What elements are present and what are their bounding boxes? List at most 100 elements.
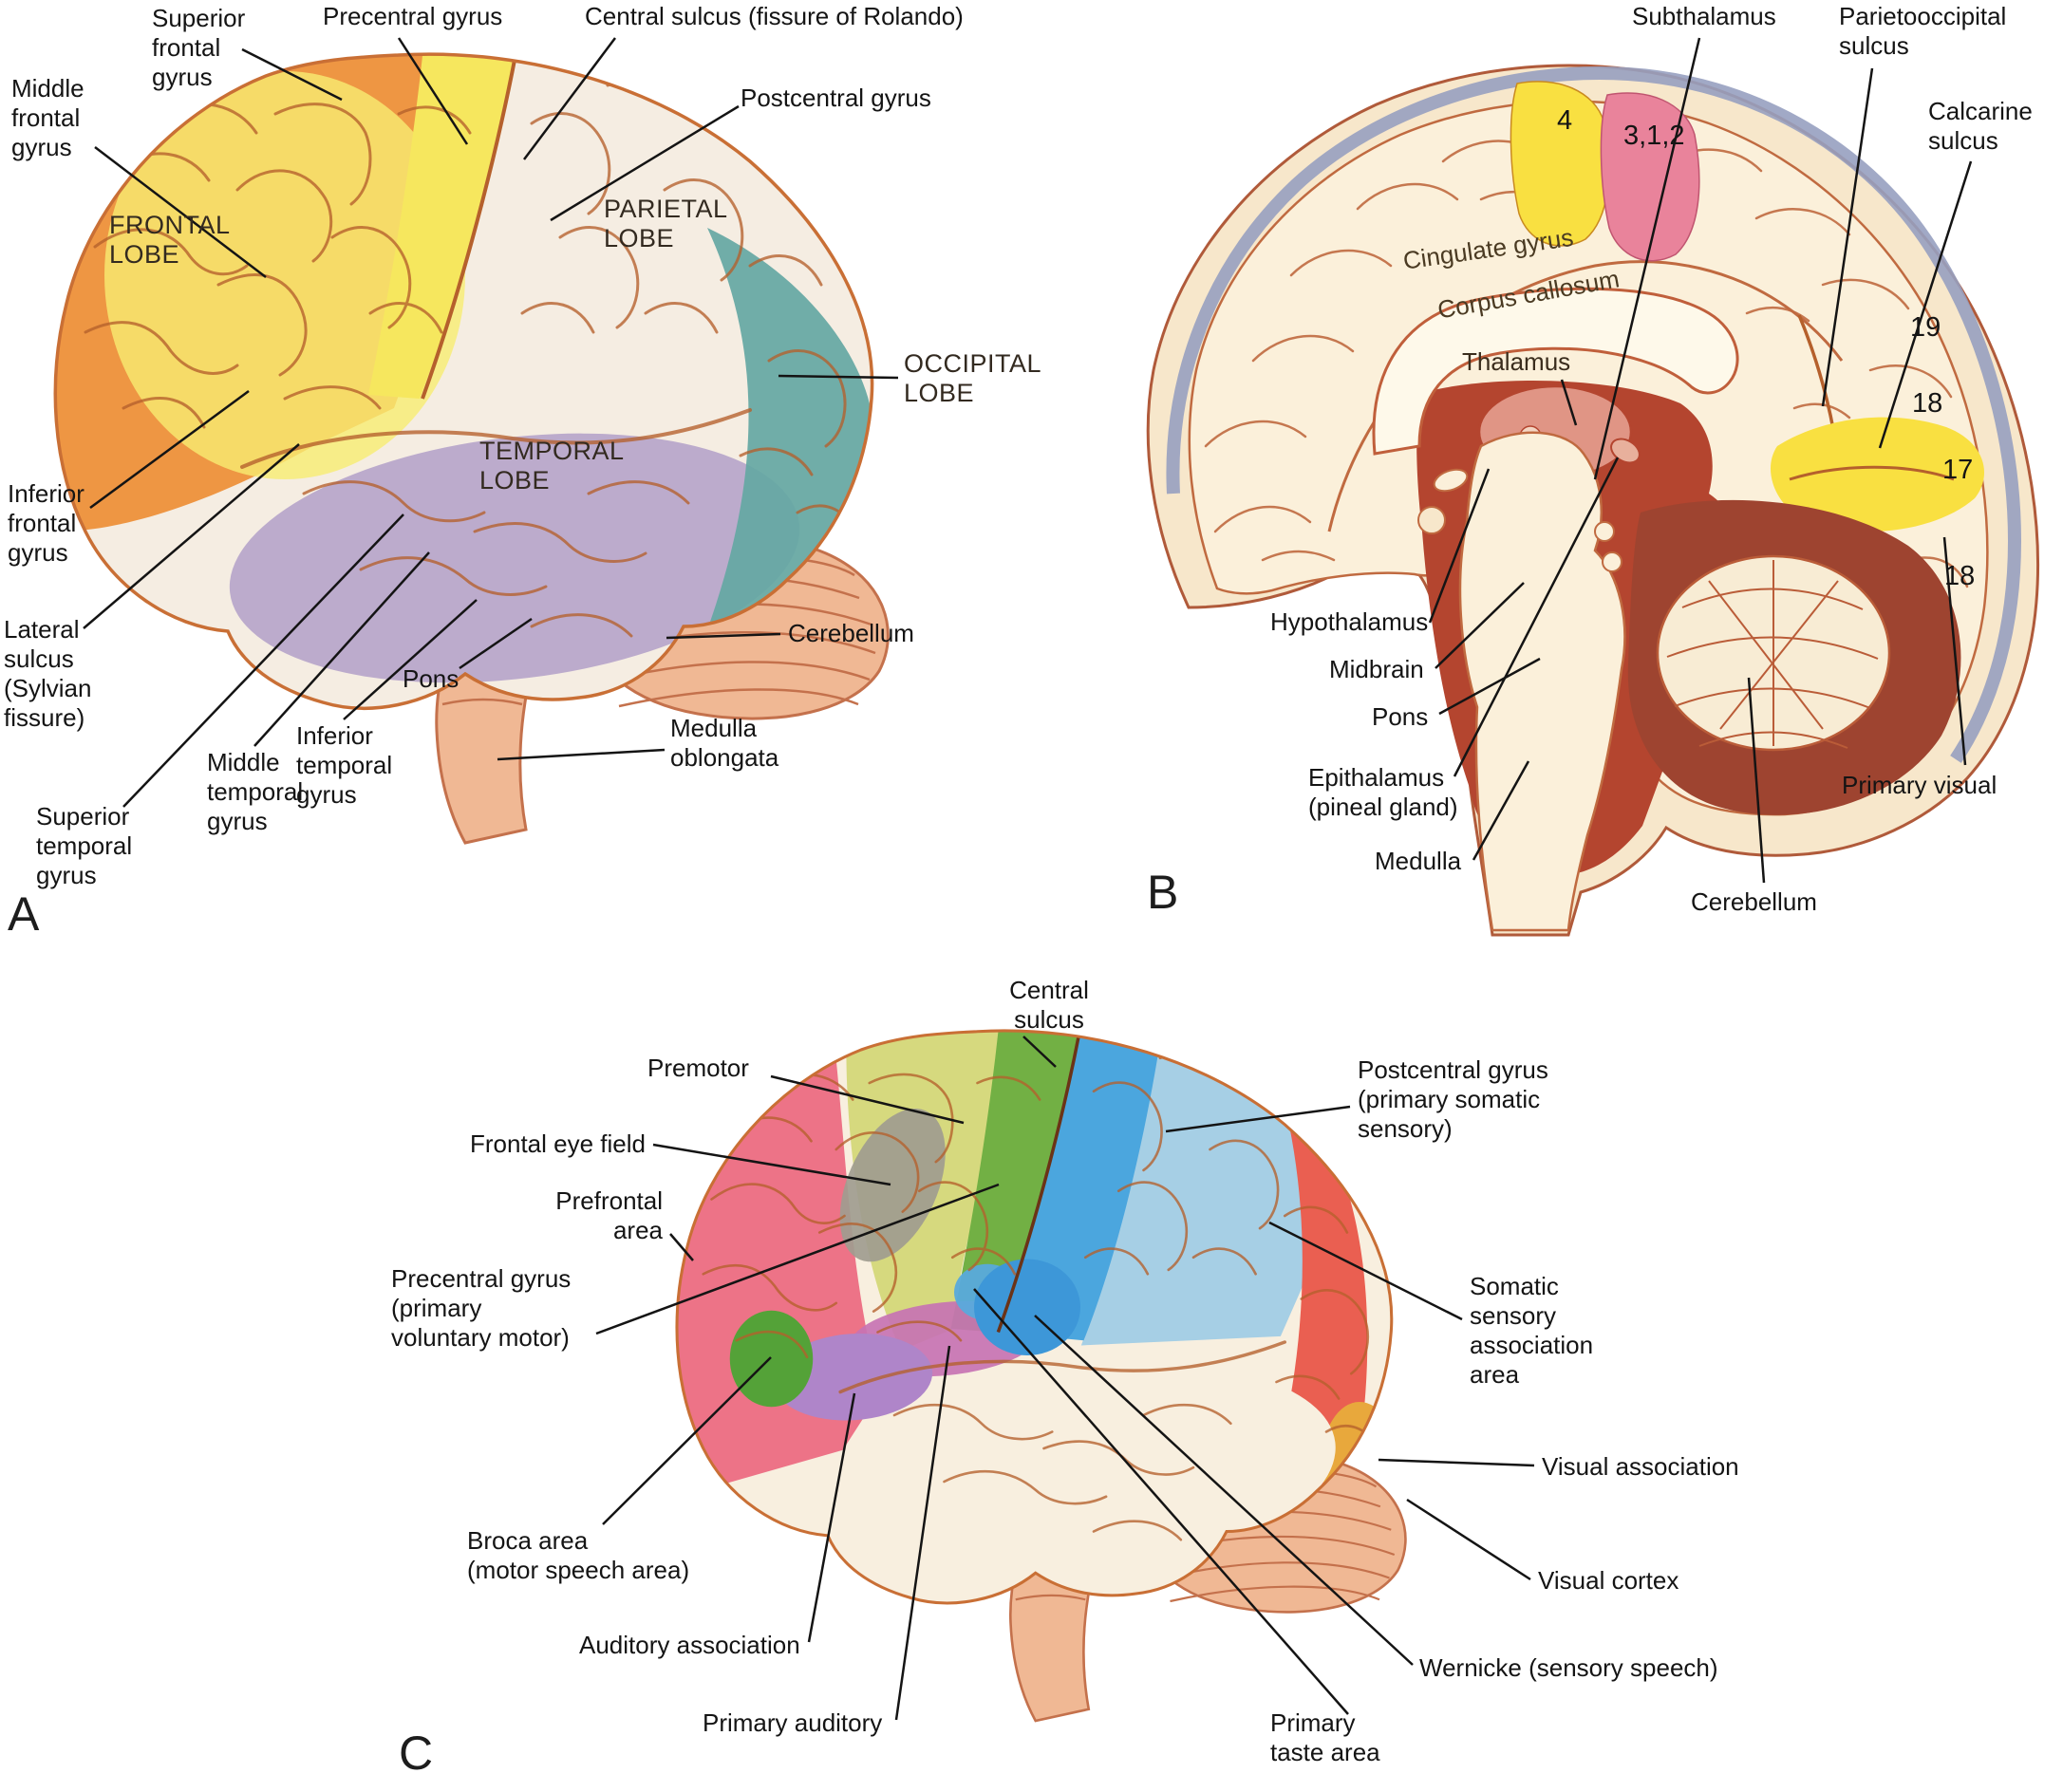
leader-premotor <box>770 1074 965 1125</box>
label-visual-association: Visual association <box>1542 1452 1739 1481</box>
wernicke-region <box>974 1259 1080 1355</box>
panel-letter-b: B <box>1147 866 1179 919</box>
label-temporal-lobe: TEMPORAL LOBE <box>479 437 625 495</box>
leader-hypothalamus <box>1428 468 1491 624</box>
label-broca-area: Broca area (motor speech area) <box>467 1526 690 1584</box>
pituitary-gland <box>1417 506 1446 534</box>
leader-central-sulcus-c <box>1022 1036 1057 1068</box>
label-premotor: Premotor <box>647 1054 749 1082</box>
label-central-sulcus-a: Central sulcus (fissure of Rolando) <box>585 2 964 30</box>
leader-pons-b <box>1438 657 1541 716</box>
area-312-region <box>1600 92 1700 262</box>
panel-letter-c: C <box>399 1727 434 1780</box>
gyri-lines-b <box>1204 116 1969 588</box>
label-primary-auditory: Primary auditory <box>703 1708 883 1737</box>
central-sulcus-line-a <box>421 54 529 400</box>
calcarine-sulcus-line <box>1789 465 1955 481</box>
leader-middle-frontal-gyrus <box>94 146 267 278</box>
label-area-18-upper: 18 <box>1912 388 1943 419</box>
leader-pons-a <box>459 617 533 670</box>
leader-inferior-frontal-gyrus <box>89 389 250 510</box>
label-frontal-eye-field: Frontal eye field <box>470 1129 646 1158</box>
pineal-gland-region <box>1610 438 1641 464</box>
broca-region <box>729 1310 814 1408</box>
temporal-lobe-region-a <box>229 433 800 683</box>
leader-midbrain <box>1435 582 1525 669</box>
label-frontal-lobe: FRONTAL LOBE <box>109 211 231 269</box>
leader-somatic-sensory-association <box>1268 1221 1463 1321</box>
label-area-312: 3,1,2 <box>1623 121 1685 151</box>
label-lateral-sulcus: Lateral sulcus (Sylvian fissure) <box>4 615 92 732</box>
leader-precentral-gyrus-a <box>397 37 469 145</box>
leader-primary-auditory <box>894 1345 951 1721</box>
label-pons-b: Pons <box>1372 702 1429 731</box>
label-cerebellum-a: Cerebellum <box>788 619 914 647</box>
label-auditory-association: Auditory association <box>579 1631 800 1659</box>
leader-medulla-b <box>1472 760 1530 861</box>
label-pons-a: Pons <box>403 664 459 693</box>
cerebellum-folia-lines <box>1666 560 1879 749</box>
corpus-callosum-region <box>1372 287 1739 456</box>
leader-epithalamus <box>1453 457 1620 777</box>
leader-superior-frontal-gyrus <box>241 47 343 102</box>
leader-medulla-oblongata <box>497 748 666 761</box>
leader-thalamus <box>1560 379 1578 426</box>
leader-superior-temporal-gyrus <box>122 513 404 808</box>
leader-middle-temporal-gyrus <box>253 551 430 747</box>
frontal-eye-field-region <box>839 1108 946 1262</box>
leader-central-sulcus-a <box>523 37 616 160</box>
label-precentral-gyrus-a: Precentral gyrus <box>323 2 503 30</box>
calcarine-visual-region <box>1770 417 1984 532</box>
leader-cerebellum-b <box>1747 677 1766 884</box>
leader-visual-association <box>1378 1458 1535 1467</box>
label-primary-taste-area: Primary taste area <box>1270 1708 1380 1766</box>
leader-visual-cortex <box>1406 1498 1531 1581</box>
panel-b-illustration <box>1146 64 2039 937</box>
leader-broca-area <box>602 1356 772 1525</box>
label-somatic-sensory-association: Somatic sensory association area <box>1470 1272 1594 1389</box>
label-medulla-oblongata: Medulla oblongata <box>670 714 779 772</box>
label-inferior-frontal-gyrus: Inferior frontal gyrus <box>8 479 84 567</box>
leader-calcarine-sulcus <box>1878 160 1973 449</box>
superior-colliculus <box>1594 521 1615 542</box>
label-calcarine-sulcus: Calcarine sulcus <box>1928 97 2033 155</box>
label-area-19: 19 <box>1910 312 1941 343</box>
label-postcentral-gyrus-c: Postcentral gyrus (primary somatic senso… <box>1358 1055 1548 1143</box>
leader-occipital-lobe <box>778 374 899 380</box>
label-visual-cortex: Visual cortex <box>1538 1566 1679 1595</box>
central-sulcus-line-c <box>996 1030 1092 1334</box>
label-subthalamus: Subthalamus <box>1632 2 1776 30</box>
label-parietal-lobe: PARIETAL LOBE <box>604 195 728 252</box>
optic-chiasm <box>1433 468 1469 493</box>
label-inferior-temporal-gyrus: Inferior temporal gyrus <box>296 721 393 809</box>
leader-precentral-gyrus-c <box>595 1183 1000 1335</box>
label-postcentral-gyrus-a: Postcentral gyrus <box>741 84 931 112</box>
label-area-17: 17 <box>1942 455 1974 485</box>
label-thalamus: Thalamus <box>1462 347 1571 376</box>
leader-parietooccipital-sulcus <box>1821 67 1874 407</box>
label-occipital-lobe: OCCIPITAL LOBE <box>904 349 1042 407</box>
leader-auditory-association <box>807 1392 856 1643</box>
auditory-association-region <box>773 1333 933 1421</box>
label-central-sulcus-c: Central sulcus <box>1009 976 1089 1034</box>
area-4-region <box>1510 81 1610 247</box>
label-superior-temporal-gyrus: Superior temporal gyrus <box>36 802 133 889</box>
cingulate-sulcus-line <box>1327 260 1844 532</box>
label-precentral-gyrus-c: Precentral gyrus (primary voluntary moto… <box>391 1264 572 1352</box>
leader-primary-visual <box>1942 536 1967 766</box>
label-parietooccipital-sulcus: Parietooccipital sulcus <box>1839 2 2007 60</box>
leader-postcentral-gyrus-c <box>1165 1105 1351 1133</box>
panel-letter-a: A <box>8 887 40 941</box>
leader-postcentral-gyrus-a <box>550 104 740 222</box>
meninges-band-b <box>1166 66 2022 763</box>
label-midbrain: Midbrain <box>1329 655 1424 683</box>
leader-subthalamus <box>1593 37 1701 480</box>
label-superior-frontal-gyrus: Superior frontal gyrus <box>152 4 246 91</box>
label-middle-temporal-gyrus: Middle temporal gyrus <box>207 748 304 835</box>
leader-lateral-sulcus <box>83 443 300 629</box>
leader-prefrontal-area <box>669 1233 694 1261</box>
leader-cerebellum-a <box>666 632 781 640</box>
leader-lines <box>83 37 1973 1721</box>
